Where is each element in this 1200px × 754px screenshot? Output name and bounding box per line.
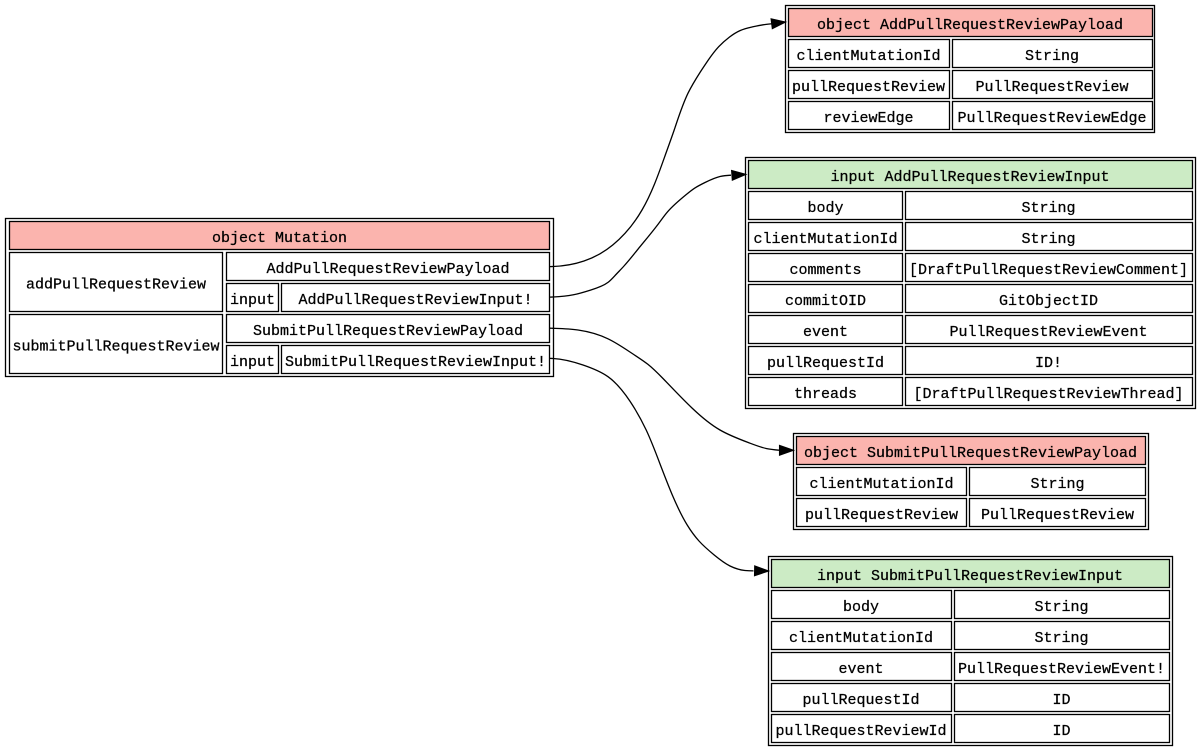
svg-text:GitObjectID: GitObjectID: [999, 293, 1098, 310]
svg-text:body: body: [807, 200, 843, 217]
svg-text:clientMutationId: clientMutationId: [753, 231, 897, 248]
svg-text:pullRequestReviewId: pullRequestReviewId: [775, 723, 946, 740]
svg-text:input: input: [230, 292, 275, 309]
svg-text:String: String: [1021, 200, 1075, 217]
svg-text:input AddPullRequestReviewInpu: input AddPullRequestReviewInput: [830, 169, 1109, 186]
svg-text:[DraftPullRequestReviewComment: [DraftPullRequestReviewComment]: [909, 262, 1188, 279]
svg-text:comments: comments: [789, 262, 861, 279]
svg-text:PullRequestReviewEdge: PullRequestReviewEdge: [957, 110, 1146, 127]
svg-text:AddPullRequestReviewPayload: AddPullRequestReviewPayload: [266, 261, 509, 278]
svg-text:input: input: [230, 354, 275, 371]
svg-text:PullRequestReviewEvent!: PullRequestReviewEvent!: [958, 661, 1165, 678]
svg-text:SubmitPullRequestReviewPayload: SubmitPullRequestReviewPayload: [253, 323, 523, 340]
svg-text:pullRequestId: pullRequestId: [767, 355, 884, 372]
svg-text:object AddPullRequestReviewPay: object AddPullRequestReviewPayload: [817, 17, 1123, 34]
svg-text:event: event: [838, 661, 883, 678]
svg-text:addPullRequestReview: addPullRequestReview: [26, 277, 206, 294]
svg-text:ID: ID: [1052, 723, 1070, 740]
svg-text:clientMutationId: clientMutationId: [809, 476, 953, 493]
svg-text:ID: ID: [1052, 692, 1070, 709]
svg-text:object SubmitPullRequestReview: object SubmitPullRequestReviewPayload: [804, 445, 1137, 462]
svg-text:clientMutationId: clientMutationId: [796, 48, 940, 65]
svg-text:pullRequestReview: pullRequestReview: [805, 507, 958, 524]
svg-text:pullRequestId: pullRequestId: [802, 692, 919, 709]
svg-text:body: body: [843, 599, 879, 616]
svg-text:submitPullRequestReview: submitPullRequestReview: [12, 339, 219, 356]
svg-text:AddPullRequestReviewInput!: AddPullRequestReviewInput!: [298, 292, 532, 309]
svg-text:PullRequestReviewEvent: PullRequestReviewEvent: [949, 324, 1147, 341]
svg-text:object Mutation: object Mutation: [212, 230, 347, 247]
svg-text:String: String: [1034, 630, 1088, 647]
svg-text:commitOID: commitOID: [785, 293, 866, 310]
svg-text:PullRequestReview: PullRequestReview: [981, 507, 1134, 524]
svg-text:String: String: [1030, 476, 1084, 493]
svg-text:String: String: [1034, 599, 1088, 616]
svg-text:String: String: [1021, 231, 1075, 248]
svg-text:threads: threads: [794, 386, 857, 403]
svg-text:input SubmitPullRequestReviewI: input SubmitPullRequestReviewInput: [817, 568, 1123, 585]
svg-text:reviewEdge: reviewEdge: [823, 110, 913, 127]
svg-text:ID!: ID!: [1035, 355, 1062, 372]
svg-text:event: event: [803, 324, 848, 341]
svg-text:PullRequestReview: PullRequestReview: [975, 79, 1128, 96]
svg-text:SubmitPullRequestReviewInput!: SubmitPullRequestReviewInput!: [285, 354, 546, 371]
svg-text:clientMutationId: clientMutationId: [789, 630, 933, 647]
svg-text:pullRequestReview: pullRequestReview: [792, 79, 945, 96]
svg-text:[DraftPullRequestReviewThread]: [DraftPullRequestReviewThread]: [913, 386, 1183, 403]
svg-text:String: String: [1025, 48, 1079, 65]
